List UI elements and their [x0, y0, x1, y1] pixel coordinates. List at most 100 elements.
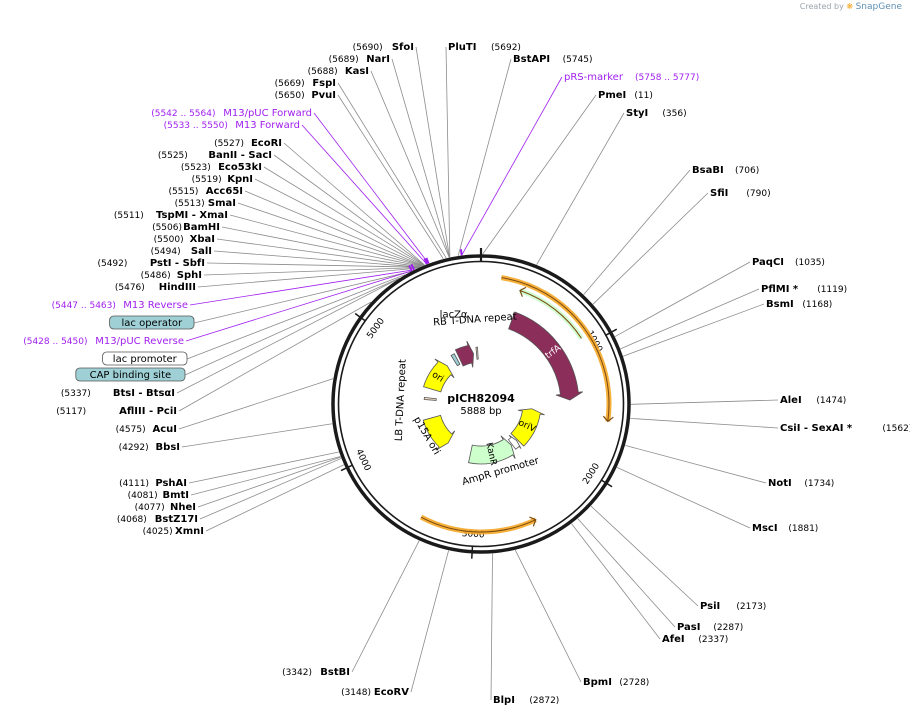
- afliii-pcii-leader-line: [178, 301, 372, 412]
- label-pvui[interactable]: PvuI(5650): [275, 90, 336, 101]
- banii-saci-leader-line: [273, 154, 425, 266]
- enzyme-name: EcoRV: [374, 687, 409, 698]
- enzyme-name: BsmI: [766, 299, 794, 310]
- label-bstz17i[interactable]: BstZ17I (4068): [117, 514, 198, 525]
- enzyme-position: (790): [746, 189, 770, 199]
- label-eco53ki[interactable]: Eco53kI(5523): [181, 162, 262, 173]
- m13-forward-primer-mark: [423, 258, 428, 265]
- label-lac-operator[interactable]: lac operator: [109, 315, 195, 330]
- enzyme-position: (1881): [788, 524, 818, 534]
- label-bsmi[interactable]: BsmI (1168): [766, 299, 832, 310]
- feature-box-lac-promoter: [102, 351, 188, 366]
- label-m13-puc-reverse[interactable]: M13/pUC Reverse(5428 .. 5450): [23, 336, 184, 347]
- label-ecorv[interactable]: EcoRV(3148): [341, 687, 409, 698]
- enzyme-name: BpmI: [583, 677, 612, 688]
- enzyme-position: (4068): [117, 515, 147, 525]
- enzyme-name: PvuI: [311, 90, 336, 101]
- label-bpmi[interactable]: BpmI(2728): [583, 677, 649, 688]
- bstapi-leader-line: [457, 58, 512, 256]
- feature-box-cap-binding-site: [75, 367, 186, 382]
- label-msci[interactable]: MscI(1881): [752, 523, 818, 534]
- label-tspmi-xmai[interactable]: TspMI - XmaI(5511): [114, 210, 228, 221]
- label-csii-sexai[interactable]: CsiI - SexAI *(1562): [780, 423, 910, 434]
- enzyme-name: BstAPI: [513, 54, 550, 65]
- label-afei[interactable]: AfeI(2337): [662, 634, 728, 645]
- bbsi-leader-line: [181, 423, 333, 448]
- label-nari[interactable]: NarI(5689): [329, 54, 390, 65]
- feature-box-label: CAP binding site: [90, 370, 172, 381]
- label-pluti[interactable]: PluTI(5692): [448, 42, 521, 53]
- label-pflmi[interactable]: PflMI *(1119): [761, 284, 847, 295]
- enzyme-name: BmtI: [162, 490, 189, 501]
- psii-leader-line: [590, 505, 699, 607]
- label-bamhi[interactable]: BamHI(5506): [152, 222, 220, 233]
- label-acc65i[interactable]: Acc65I(5515): [168, 186, 243, 197]
- label-btsi-bts-i[interactable]: BtsI - BtsαI(5337): [61, 388, 175, 399]
- enzyme-name: BstZ17I: [155, 514, 198, 525]
- label-prs-marker[interactable]: pRS-marker(5758 .. 5777): [564, 72, 699, 83]
- label-ecori[interactable]: EcoRI(5527): [214, 138, 282, 149]
- label-bbsi[interactable]: BbsI(4292): [119, 442, 180, 453]
- feature-kanr-label: KanR: [483, 442, 498, 467]
- lac-promoter-leader-line: [186, 274, 406, 360]
- label-styi[interactable]: StyI(356): [626, 108, 687, 119]
- label-lac-promoter[interactable]: lac promoter: [102, 351, 188, 366]
- label-sfoi[interactable]: SfoI(5690): [353, 42, 414, 53]
- enzyme-name: SmaI: [208, 198, 236, 209]
- label-pasi[interactable]: PasI(2287): [677, 622, 743, 633]
- prs-marker-primer-mark: [459, 249, 463, 256]
- label-noti[interactable]: NotI(1734): [768, 478, 834, 489]
- label-fspi[interactable]: FspI(5669): [275, 78, 336, 89]
- label-bstapi[interactable]: BstAPI(5745): [513, 54, 593, 65]
- label-alei[interactable]: AleI(1474): [780, 395, 846, 406]
- label-m13-puc-forward[interactable]: M13/pUC Forward(5542 .. 5564): [151, 108, 312, 119]
- enzyme-position: (5669): [275, 79, 305, 89]
- enzyme-position: (5542 .. 5564): [151, 109, 215, 119]
- enzyme-name: SfoI: [392, 42, 414, 53]
- label-bsabi[interactable]: BsaBI(706): [692, 165, 759, 176]
- prs-marker-leader-line: [461, 76, 563, 256]
- pmei-leader-line: [482, 94, 597, 255]
- label-paqci[interactable]: PaqCI(1035): [752, 257, 825, 268]
- label-pshai[interactable]: PshAI(4111): [119, 478, 187, 489]
- label-m13-forward[interactable]: M13 Forward(5533 .. 5550): [164, 120, 300, 131]
- label-nhei[interactable]: NheI(4077): [135, 502, 196, 513]
- enzyme-name: BbsI: [156, 442, 180, 453]
- label-kasi[interactable]: KasI(5688): [308, 66, 369, 77]
- label-hindiii[interactable]: HindIII(5476): [115, 282, 196, 293]
- enzyme-position: (3148): [341, 688, 371, 698]
- enzyme-name: PshAI: [155, 478, 187, 489]
- label-kpni[interactable]: KpnI(5519): [192, 174, 253, 185]
- kasi-leader-line: [370, 70, 450, 258]
- enzyme-name: PaqCI: [752, 257, 784, 268]
- label-acui[interactable]: AcuI(4575): [116, 424, 177, 435]
- enzyme-position: (5515): [168, 187, 198, 197]
- enzyme-position: (1562): [882, 424, 910, 434]
- label-sphi[interactable]: SphI(5486): [141, 270, 202, 281]
- scale-tick-label: 5000: [366, 316, 388, 341]
- label-bmti[interactable]: BmtI(4081): [128, 490, 189, 501]
- pflmi-leader-line: [620, 288, 760, 350]
- label-bstbi[interactable]: BstBI(3342): [282, 667, 350, 678]
- alei-leader-line: [630, 399, 779, 405]
- enzyme-name: M13 Reverse: [123, 300, 188, 311]
- afei-leader-line: [571, 523, 661, 640]
- label-xbai[interactable]: XbaI(5500): [154, 234, 215, 245]
- label-smai[interactable]: SmaI(5513): [175, 198, 236, 209]
- label-psii[interactable]: PsiI(2173): [700, 601, 766, 612]
- m13-forward-leader-line: [301, 124, 428, 265]
- enzyme-position: (1168): [802, 300, 832, 310]
- label-m13-reverse[interactable]: M13 Reverse(5447 .. 5463): [52, 300, 188, 311]
- label-banii-saci[interactable]: BanII - SacI(5525): [158, 150, 272, 161]
- label-pmei[interactable]: PmeI(11): [598, 90, 653, 101]
- label-xmni[interactable]: XmnI(4025): [143, 526, 204, 537]
- label-sali[interactable]: SalI(5494): [151, 246, 212, 257]
- label-cap-binding-site[interactable]: CAP binding site: [75, 367, 186, 382]
- label-afliii-pcii[interactable]: AflIII - PciI(5117): [56, 406, 177, 417]
- label-psti-sbfi[interactable]: PstI - SbfI(5492): [97, 258, 205, 269]
- label-sfii[interactable]: SfiI(790): [710, 188, 771, 199]
- inner-label-lacz: lacZα: [440, 310, 468, 321]
- feature-trfa: [508, 311, 583, 401]
- scale-tick-label: 4000: [353, 448, 372, 473]
- label-blpi[interactable]: BlpI(2872): [493, 695, 559, 706]
